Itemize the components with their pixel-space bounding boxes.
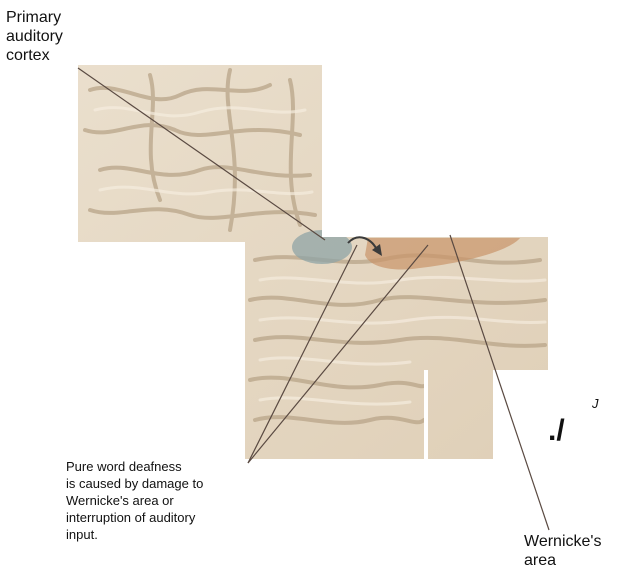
brain-surface [70, 60, 560, 470]
stray-superscript-mark: J [592, 396, 599, 411]
label-wernickes-area: Wernicke's area [524, 532, 601, 570]
label-primary-auditory-cortex: Primary auditory cortex [6, 8, 63, 65]
primary-auditory-cortex-region [292, 230, 352, 264]
caption-pure-word-deafness: Pure word deafness is caused by damage t… [66, 458, 203, 543]
stray-slash-mark: ./ [548, 414, 565, 448]
